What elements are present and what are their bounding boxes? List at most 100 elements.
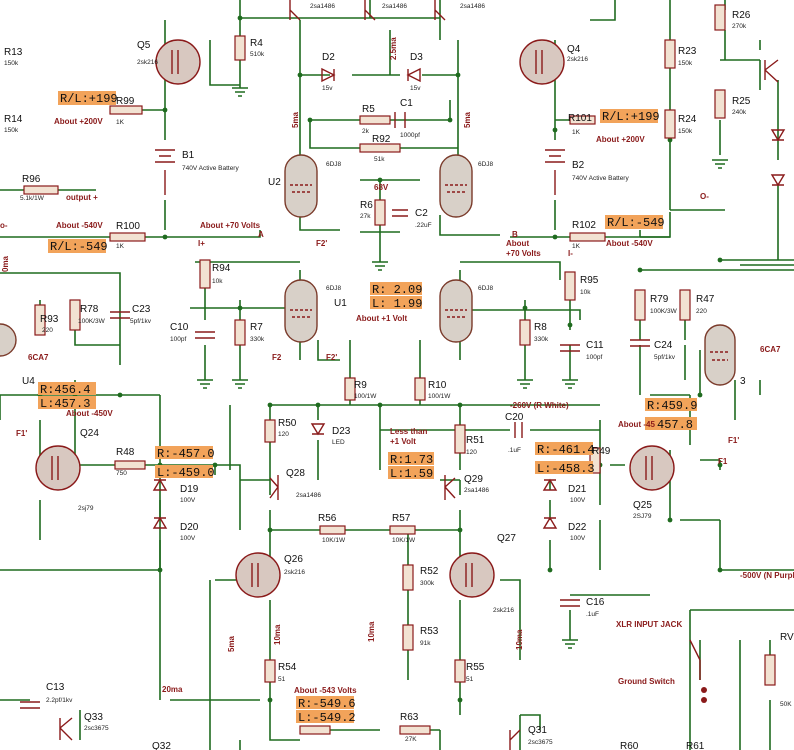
ref-r25: R25 <box>732 96 751 107</box>
ref-r6: R6 <box>360 200 373 211</box>
f1p-left-label: F1' <box>16 429 27 438</box>
ref-c23: C23 <box>132 304 151 315</box>
ref-q33: Q33 <box>84 712 103 723</box>
val-r48: 750 <box>116 470 127 477</box>
val-r6: 27k <box>360 213 371 220</box>
val-b1: 740V Active Battery <box>182 165 239 172</box>
val-r95: 10k <box>580 289 591 296</box>
less-than-1: Less than <box>390 427 427 436</box>
ground-switch[interactable] <box>689 639 707 703</box>
ref-r48: R48 <box>116 447 135 458</box>
val-r94: 10k <box>212 278 223 285</box>
val-r99: 1K <box>116 119 125 126</box>
ref-u2: U2 <box>268 177 281 188</box>
ref-r102: R102 <box>572 220 596 231</box>
val-r102: 1K <box>572 243 581 250</box>
resistors <box>23 4 776 735</box>
meas-l-458: L:-458.3 <box>537 462 595 476</box>
component-labels: R13 150k R14 150k R96 5.1k/1W R99 1K R10… <box>4 3 794 750</box>
meas-r-456: R:456.4 <box>40 383 90 397</box>
ref-b1: B1 <box>182 150 195 161</box>
ref-q4: Q4 <box>567 44 581 55</box>
ref-c11: C11 <box>586 340 604 351</box>
val-d19: 100V <box>180 497 196 504</box>
val-q26: 2sk216 <box>284 569 305 576</box>
ref-q27: Q27 <box>497 533 516 544</box>
rv-label: RV <box>780 632 794 643</box>
about-543-label: About -543 Volts <box>294 686 357 695</box>
val-r96: 5.1k/1W <box>20 195 45 202</box>
ref-r47: R47 <box>696 294 715 305</box>
ref-q28: Q28 <box>286 468 305 479</box>
val-c2: .22uF <box>415 222 432 229</box>
ref-u4: U4 <box>22 376 35 387</box>
val-r7: 330k <box>250 336 265 343</box>
about-540-right: About -540V <box>606 239 653 248</box>
output-plus-label: output + <box>66 193 98 202</box>
ref-r24: R24 <box>678 114 697 125</box>
meas-l-199: L: 1.99 <box>372 297 422 311</box>
rv-value: 50K <box>780 701 792 708</box>
about-70-right-1: About <box>506 239 529 248</box>
f2p-top-label: F2' <box>316 239 327 248</box>
ref-c1: C1 <box>400 98 413 109</box>
val-r53: 91k <box>420 640 431 647</box>
val-q4: 2sk216 <box>567 56 588 63</box>
ground-symbols <box>197 87 728 649</box>
ma10-3: 10ma <box>515 629 524 650</box>
val-r101: 1K <box>572 129 581 136</box>
meas-r-459: R:459.9 <box>647 399 697 413</box>
about-200-left: About +200V <box>54 117 103 126</box>
meas-rl-199-right: R/L:+199 <box>602 110 660 124</box>
val-r52: 300k <box>420 580 435 587</box>
ref-r78: R78 <box>80 304 99 315</box>
r61-label: R61 <box>686 741 705 750</box>
f2p-label: F2' <box>326 353 337 362</box>
about-450-right: About -45 <box>618 420 655 429</box>
val-c24: 5pf/1kv <box>654 354 676 361</box>
ref-r7: R7 <box>250 322 263 333</box>
ref-r49: R49 <box>592 446 611 457</box>
val-b2: 740V Active Battery <box>572 175 629 182</box>
val-r63: 27K <box>405 736 417 743</box>
meas-l-457: L:457.3 <box>40 397 90 411</box>
f1-label: F1 <box>718 457 728 466</box>
val-r47: 220 <box>696 308 707 315</box>
node-a-label: A <box>258 230 264 239</box>
ref-r53: R53 <box>420 626 439 637</box>
top-q-model-3: 2sa1486 <box>460 3 485 10</box>
f1p-label: F1' <box>728 436 739 445</box>
val-d20: 100V <box>180 535 196 542</box>
val-q31: 2sc3675 <box>528 739 553 746</box>
val-r50: 120 <box>278 431 289 438</box>
ref-c10: C10 <box>170 322 189 333</box>
val-r92: 51k <box>374 156 385 163</box>
about-450-left: About -450V <box>66 409 113 418</box>
val-r56: 10K/1W <box>322 537 346 544</box>
meas-l-549-2: L:-549.2 <box>298 711 356 725</box>
ref-q31: Q31 <box>528 725 547 736</box>
val-q33: 2sc3675 <box>84 725 109 732</box>
val-d3: 15v <box>410 85 421 92</box>
val-q25: 2SJ79 <box>633 513 652 520</box>
ma5-2: 5ma <box>463 111 472 128</box>
val-r9: 100/1W <box>354 393 377 400</box>
val-d2: 15v <box>322 85 333 92</box>
val-r26: 270k <box>732 23 747 30</box>
val-r23: 150k <box>678 60 693 67</box>
about-540-left: About -540V <box>56 221 103 230</box>
measurement-highlights <box>38 91 697 723</box>
meas-r-549-6: R:-549.6 <box>298 697 356 711</box>
ma10-1: 10ma <box>273 624 282 645</box>
ref-r92: R92 <box>372 134 391 145</box>
ma25: 2.5ma <box>389 37 398 60</box>
meas-r-209: R: 2.09 <box>372 283 422 297</box>
val-r57: 10K/1W <box>392 537 416 544</box>
ref-q24: Q24 <box>80 428 99 439</box>
ref-r52: R52 <box>420 566 439 577</box>
u3-ref: 3 <box>740 376 746 387</box>
ma5-3: 5ma <box>227 635 236 652</box>
meas-l-459-0: L:-459.0 <box>157 466 215 480</box>
ref-r101: R101 <box>568 113 592 124</box>
